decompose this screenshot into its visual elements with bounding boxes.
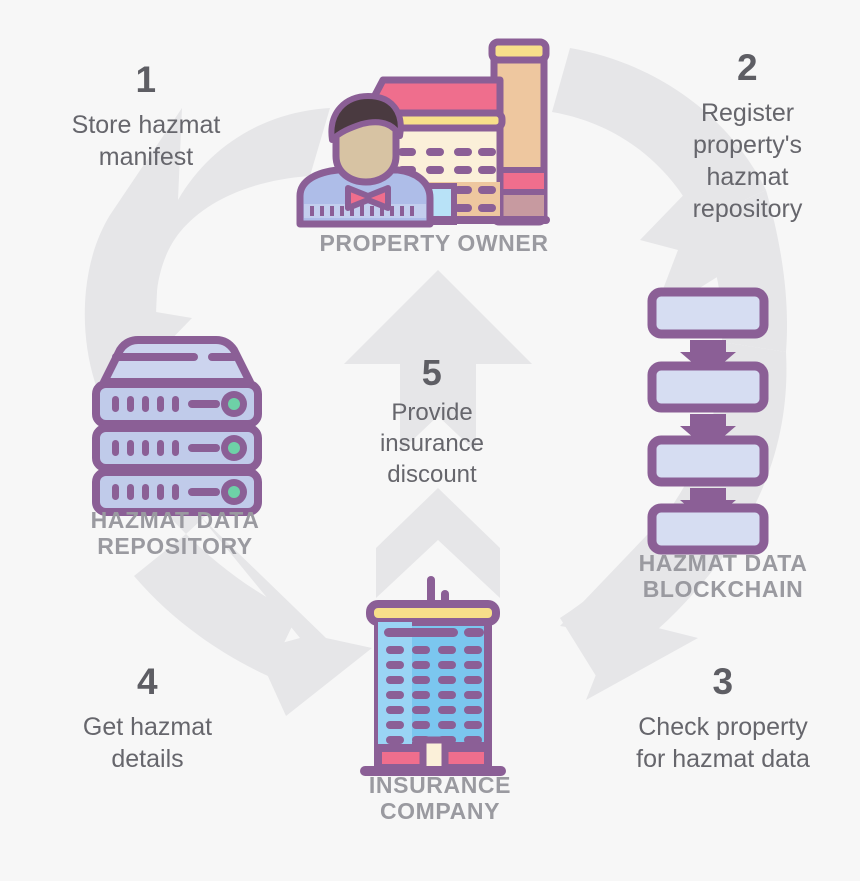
- caption-property-owner: PROPERTY OWNER: [319, 230, 549, 256]
- factory-with-person-icon[interactable]: [296, 38, 550, 228]
- person-avatar-icon: [296, 93, 434, 228]
- step-5-number: 5: [421, 352, 443, 393]
- flow-arrow-1: [86, 108, 330, 290]
- flow-arrow-2-head: [640, 178, 760, 318]
- step-3-number: 3: [712, 661, 734, 702]
- step-4-number: 4: [136, 661, 159, 702]
- step-2-number: 2: [736, 47, 759, 88]
- step-1-number: 1: [135, 59, 157, 100]
- flow-arrow-2: [552, 48, 766, 222]
- flow-arrow-5: [344, 270, 532, 452]
- flow-arrow-4-body: [134, 534, 298, 676]
- flow-arrow-3-body: [560, 520, 716, 676]
- office-tower-icon[interactable]: [360, 576, 506, 776]
- blockchain-blocks-icon[interactable]: [647, 287, 769, 555]
- server-stack-icon[interactable]: [92, 336, 262, 516]
- flow-arrow-5-lower: [376, 488, 500, 598]
